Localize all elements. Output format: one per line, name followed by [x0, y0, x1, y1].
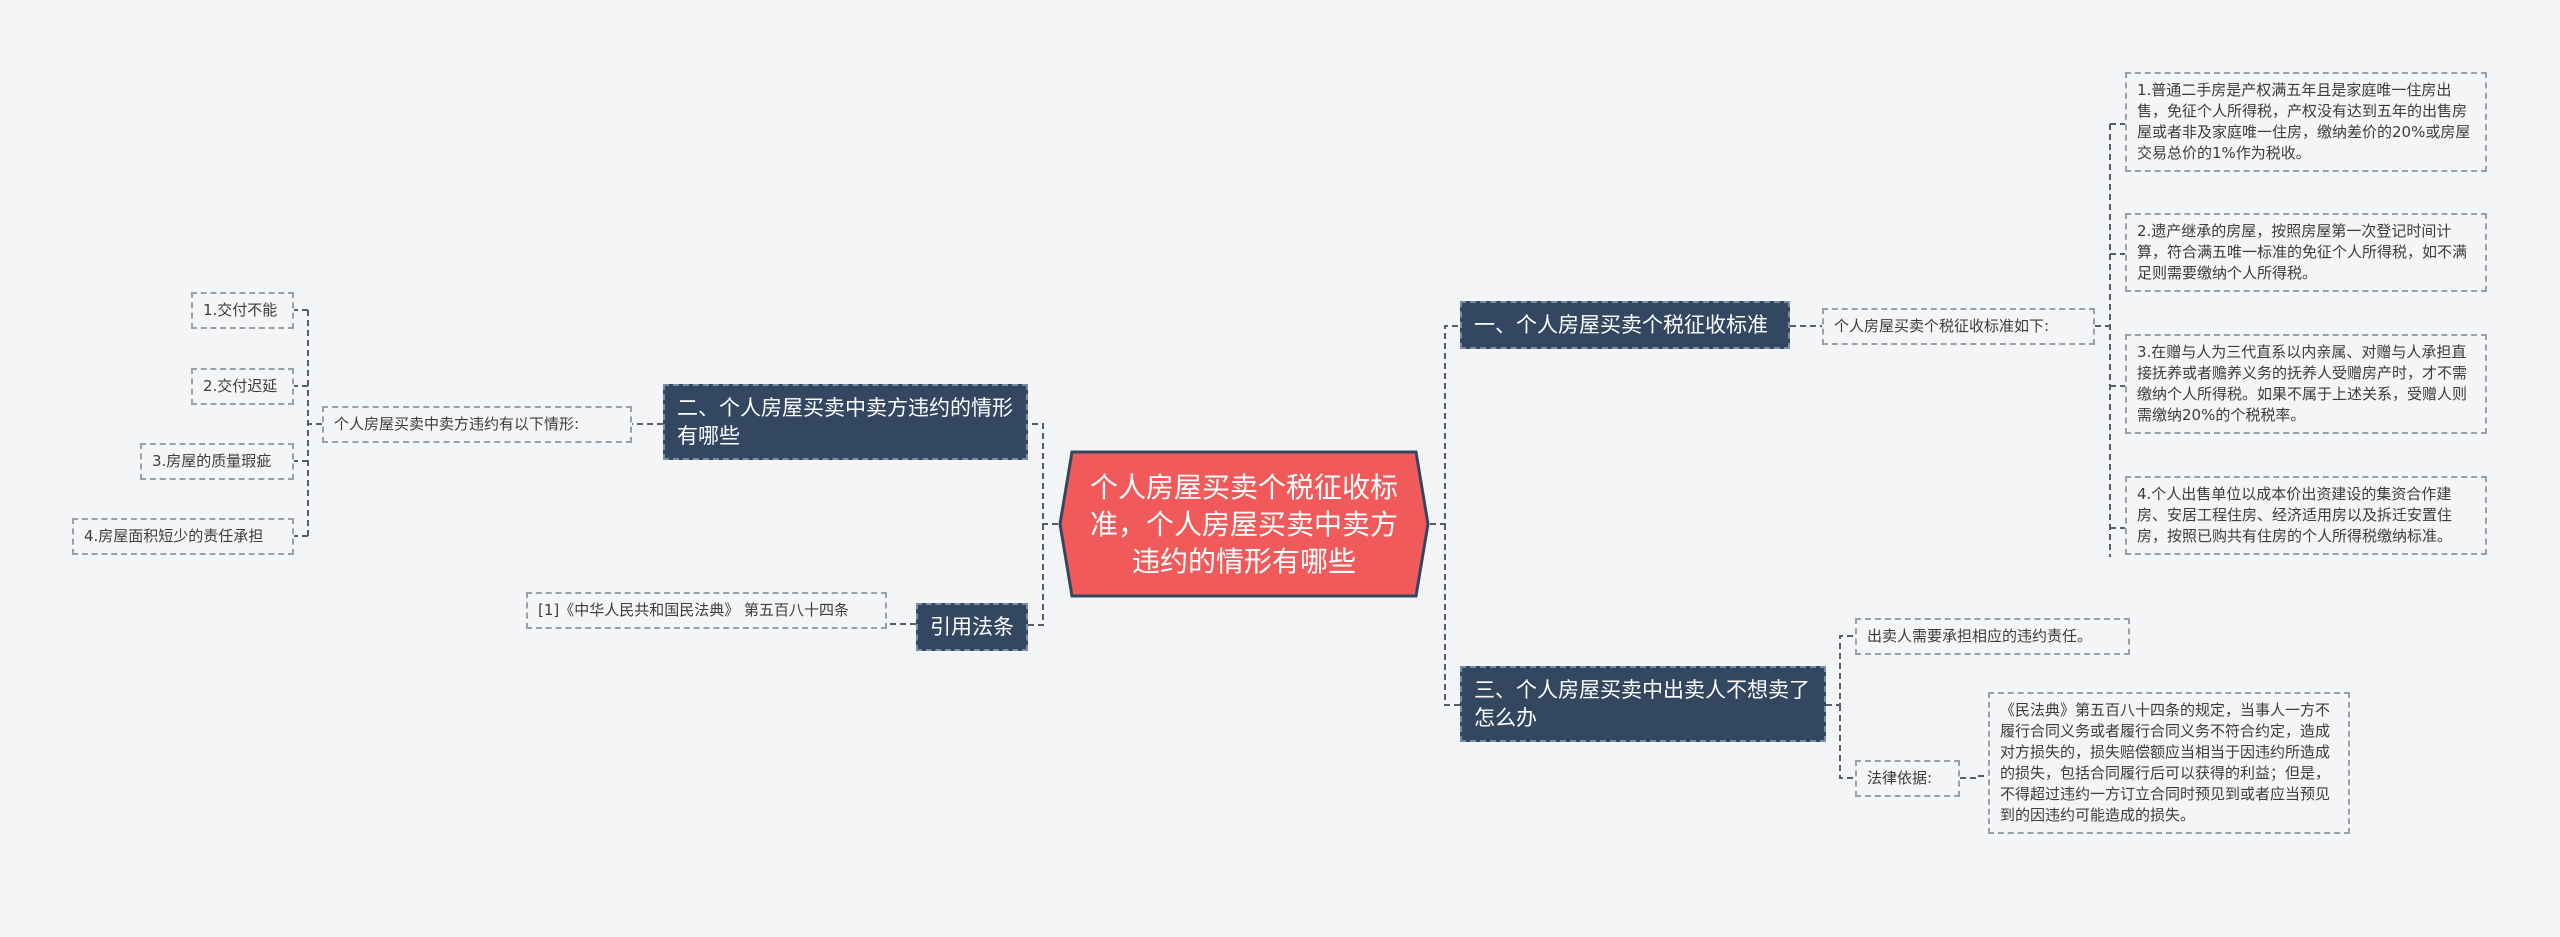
- topic-cited-law-label: 引用法条: [930, 615, 1014, 639]
- edge-sub-left-items: [294, 309, 322, 537]
- tax-item-2[interactable]: 2.遗产继承的房屋，按照房屋第一次登记时间计算，符合满五唯一标准的免征个人所得税…: [2125, 213, 2487, 292]
- seller-liability[interactable]: 出卖人需要承担相应的违约责任。: [1855, 618, 2130, 655]
- topic-seller-refuses-label: 三、个人房屋买卖中出卖人不想卖了怎么办: [1474, 678, 1810, 730]
- central-topic-shape: [1058, 450, 1430, 598]
- tax-item-4[interactable]: 4.个人出售单位以成本价出资建设的集资合作建房、安居工程住房、经济适用房以及拆迁…: [2125, 476, 2487, 555]
- edge-center-t1: [1430, 325, 1460, 525]
- tax-item-1[interactable]: 1.普通二手房是产权满五年且是家庭唯一住房出售，免征个人所得税，产权没有达到五年…: [2125, 72, 2487, 172]
- breach-item-1[interactable]: 1.交付不能: [191, 292, 294, 329]
- topic-seller-refuses[interactable]: 三、个人房屋买卖中出卖人不想卖了怎么办: [1460, 666, 1826, 742]
- edge-sub-items: [2095, 123, 2125, 557]
- edge-center-t4: [1028, 524, 1044, 626]
- cited-law-reference[interactable]: [1]《中华人民共和国民法典》 第五百八十四条: [526, 592, 887, 629]
- topic-tax-standard-label: 一、个人房屋买卖个税征收标准: [1474, 313, 1768, 337]
- central-topic-label: 个人房屋买卖个税征收标准，个人房屋买卖中卖方违约的情形有哪些: [1089, 470, 1398, 578]
- civil-code-article-text[interactable]: 《民法典》第五百八十四条的规定，当事人一方不履行合同义务或者履行合同义务不符合约…: [1988, 692, 2350, 834]
- edge-sub2-law: [1960, 775, 1988, 779]
- edge-center-t2: [1028, 423, 1058, 525]
- seller-breach-intro[interactable]: 个人房屋买卖中卖方违约有以下情形:: [322, 406, 632, 443]
- edge-t3-subs: [1826, 635, 1855, 779]
- tax-item-3[interactable]: 3.在赠与人为三代直系以内亲属、对赠与人承担直接抚养或者赡养义务的抚养人受赠房产…: [2125, 334, 2487, 434]
- central-topic[interactable]: 个人房屋买卖个税征收标准，个人房屋买卖中卖方违约的情形有哪些: [1058, 450, 1430, 598]
- topic-tax-standard[interactable]: 一、个人房屋买卖个税征收标准: [1460, 301, 1790, 349]
- topic-seller-breach[interactable]: 二、个人房屋买卖中卖方违约的情形有哪些: [663, 384, 1028, 460]
- tax-standard-intro[interactable]: 个人房屋买卖个税征收标准如下:: [1822, 308, 2095, 345]
- topic-cited-law[interactable]: 引用法条: [916, 603, 1028, 651]
- legal-basis-label[interactable]: 法律依据:: [1855, 760, 1960, 797]
- topic-seller-breach-label: 二、个人房屋买卖中卖方违约的情形有哪些: [677, 396, 1013, 448]
- edge-center-t3: [1444, 524, 1460, 706]
- breach-item-3[interactable]: 3.房屋的质量瑕疵: [140, 443, 294, 480]
- breach-item-4[interactable]: 4.房屋面积短少的责任承担: [72, 518, 294, 555]
- breach-item-2[interactable]: 2.交付迟延: [191, 368, 294, 405]
